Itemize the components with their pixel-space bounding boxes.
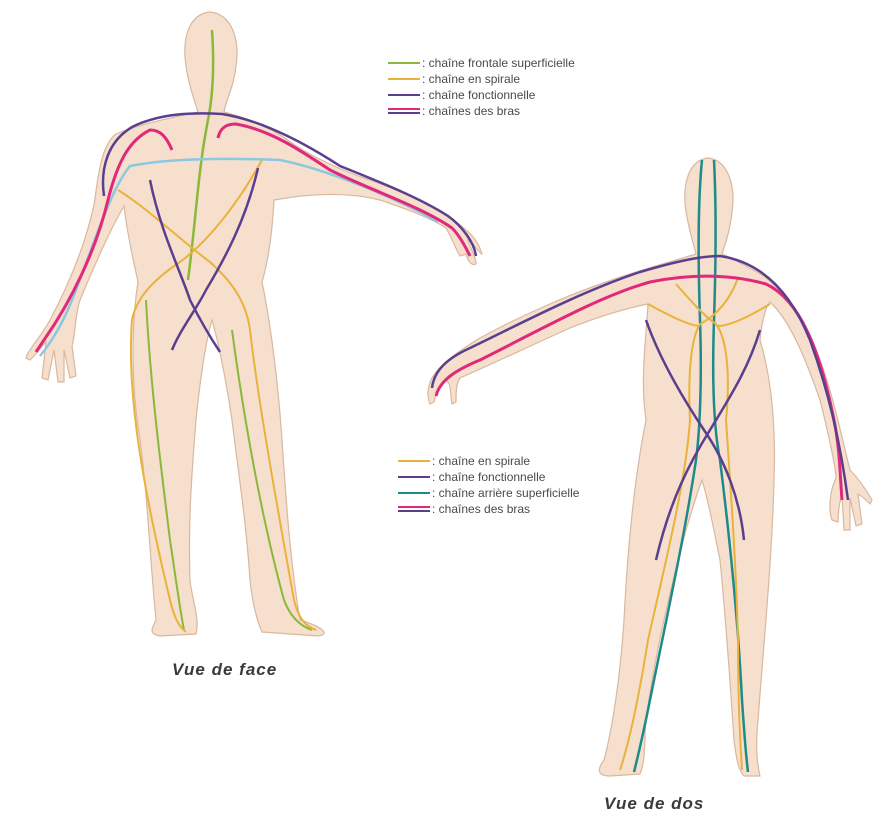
front-legend-item-fonctionnelle: : chaîne fonctionnelle	[388, 87, 575, 103]
front-legend-item-bras: : chaînes des bras	[388, 103, 575, 119]
back-legend-swatch-arriere	[398, 488, 430, 498]
front-legend: : chaîne frontale superficielle : chaîne…	[388, 55, 575, 119]
back-legend-label: : chaînes des bras	[432, 502, 530, 516]
front-view-caption: Vue de face	[172, 660, 277, 680]
front-legend-label: : chaîne fonctionnelle	[422, 88, 535, 102]
front-legend-swatch-frontale	[388, 58, 420, 68]
back-legend-swatch-fonctionnelle	[398, 472, 430, 482]
front-legend-item-frontale: : chaîne frontale superficielle	[388, 55, 575, 71]
front-legend-swatch-bras	[388, 106, 420, 116]
back-legend-item-fonctionnelle: : chaîne fonctionnelle	[398, 469, 579, 485]
front-legend-item-spirale: : chaîne en spirale	[388, 71, 575, 87]
front-legend-label: : chaîne en spirale	[422, 72, 520, 86]
front-legend-swatch-spirale	[388, 74, 420, 84]
back-legend-swatch-bras	[398, 504, 430, 514]
back-legend-item-arriere: : chaîne arrière superficielle	[398, 485, 579, 501]
back-legend: : chaîne en spirale : chaîne fonctionnel…	[398, 453, 579, 517]
front-legend-label: : chaînes des bras	[422, 104, 520, 118]
front-legend-label: : chaîne frontale superficielle	[422, 56, 575, 70]
back-legend-swatch-spirale	[398, 456, 430, 466]
back-legend-item-bras: : chaînes des bras	[398, 501, 579, 517]
back-legend-item-spirale: : chaîne en spirale	[398, 453, 579, 469]
back-legend-label: : chaîne arrière superficielle	[432, 486, 579, 500]
back-legend-label: : chaîne en spirale	[432, 454, 530, 468]
back-legend-label: : chaîne fonctionnelle	[432, 470, 545, 484]
back-view-caption: Vue de dos	[604, 794, 704, 814]
front-legend-swatch-fonctionnelle	[388, 90, 420, 100]
